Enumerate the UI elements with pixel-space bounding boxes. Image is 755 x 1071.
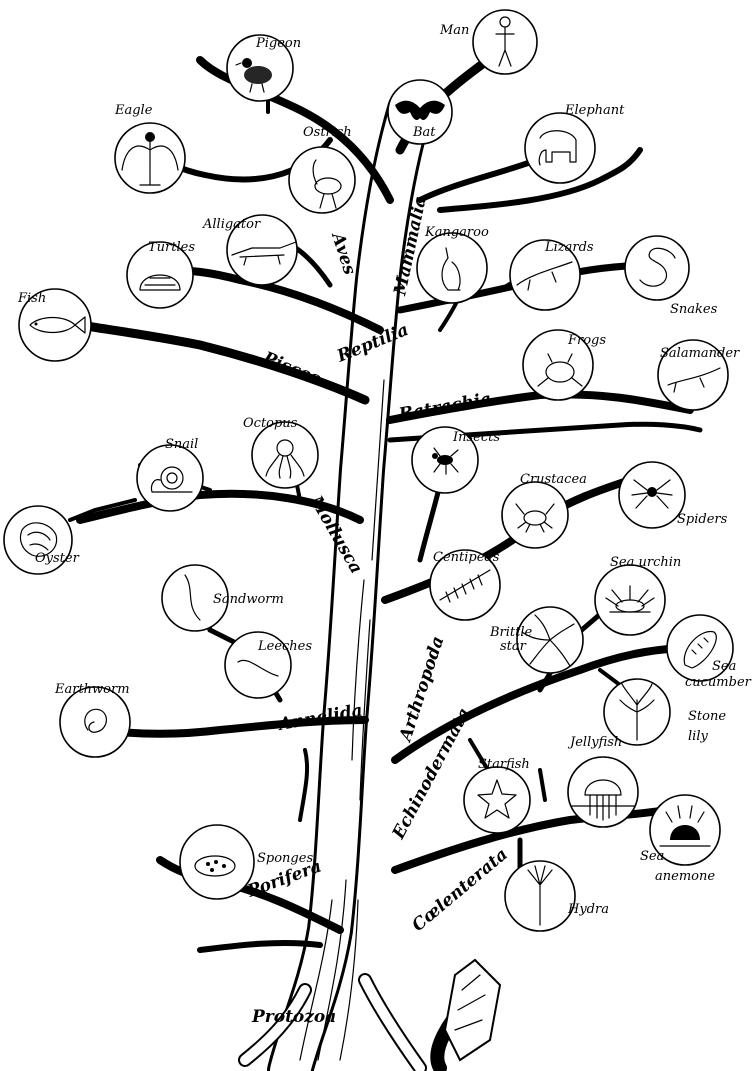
label-oyster: Oyster	[35, 551, 80, 566]
medallion-crustacea: Crustacea	[502, 472, 587, 548]
medallion-bat: Bat	[388, 80, 452, 144]
medallion-brittle-star: Brittle star	[489, 607, 583, 673]
label-sponges: Sponges	[257, 851, 313, 866]
label-brittle-star: star	[500, 639, 527, 654]
label-sea-anemone-2: anemone	[655, 869, 715, 884]
label-sea-anemone-1: Sea	[640, 849, 664, 864]
label-lizards: Lizards	[544, 240, 594, 255]
label-centipeds: Centipeds	[433, 550, 500, 565]
medallion-octopus: Octopus	[243, 416, 318, 488]
label-octopus: Octopus	[243, 416, 298, 431]
medallion-spiders: Spiders	[619, 462, 728, 528]
label-spiders: Spiders	[677, 512, 728, 527]
label-salamander: Salamander	[660, 346, 740, 361]
label-insects: Insects	[452, 430, 500, 445]
label-eagle: Eagle	[114, 103, 153, 118]
label-kangaroo: Kangaroo	[424, 225, 489, 240]
medallion-oyster: Oyster	[4, 506, 80, 574]
label-earthworm: Earthworm	[54, 682, 130, 697]
medallion-snail: Snail	[137, 437, 203, 511]
label-crustacea: Crustacea	[520, 472, 587, 487]
label-protozoa: Protozoa	[251, 1007, 336, 1027]
label-frogs: Frogs	[567, 333, 606, 348]
label-brittle: Brittle	[489, 625, 533, 640]
label-stone-lily-2: lily	[688, 729, 708, 744]
medallion-starfish: Starfish	[464, 757, 530, 833]
medallion-snakes: Snakes	[625, 236, 718, 317]
medallion-kangaroo: Kangaroo	[417, 225, 489, 303]
medallion-ostrich: Ostrich	[289, 125, 355, 213]
label-aves: Aves	[327, 228, 360, 277]
medallion-centipeds: Centipeds	[430, 550, 500, 620]
label-elephant: Elephant	[564, 103, 625, 118]
label-ostrich: Ostrich	[303, 125, 352, 140]
label-fish: Fish	[17, 291, 46, 306]
label-snail: Snail	[165, 437, 198, 452]
label-pisces: Pisces	[259, 348, 323, 389]
medallion-leeches: Leeches	[225, 632, 312, 698]
label-man: Man	[439, 23, 469, 38]
medallion-sandworm: Sandworm	[162, 565, 284, 631]
medallion-earthworm: Earthworm	[54, 682, 130, 757]
label-snakes: Snakes	[670, 302, 718, 317]
label-bat: Bat	[412, 125, 436, 140]
label-jellyfish: Jellyfish	[567, 735, 622, 750]
medallion-man: Man	[439, 10, 537, 74]
label-sea-urchin: Sea urchin	[610, 555, 681, 570]
label-pigeon: Pigeon	[255, 36, 301, 51]
label-batrachia: Batrachia	[396, 389, 492, 425]
medallion-frogs: Frogs	[523, 330, 606, 400]
label-sea-cucumber-1: Sea	[712, 659, 736, 674]
label-sandworm: Sandworm	[213, 592, 284, 607]
medallion-lizards: Lizards	[510, 240, 594, 310]
medallion-jellyfish: Jellyfish	[567, 735, 638, 827]
medallion-insects: Insects	[412, 427, 500, 493]
label-starfish: Starfish	[478, 757, 530, 772]
medallion-sea-cucumber: Sea cucumber	[667, 615, 752, 690]
medallion-turtles: Turtles	[127, 240, 195, 308]
label-alligator: Alligator	[202, 217, 261, 232]
medallion-eagle: Eagle	[114, 103, 185, 193]
medallion-pigeon: Pigeon	[227, 35, 301, 101]
label-leeches: Leeches	[257, 639, 312, 654]
label-sea-cucumber-2: cucumber	[685, 675, 752, 690]
medallion-elephant: Elephant	[525, 103, 625, 183]
medallion-fish: Fish	[17, 289, 91, 361]
medallion-sea-urchin: Sea urchin	[595, 555, 681, 635]
medallion-salamander: Salamander	[658, 340, 740, 410]
medallion-hydra: Hydra	[505, 861, 609, 931]
label-turtles: Turtles	[148, 240, 195, 255]
label-hydra: Hydra	[567, 902, 609, 917]
label-stone-lily-1: Stone	[688, 709, 726, 724]
